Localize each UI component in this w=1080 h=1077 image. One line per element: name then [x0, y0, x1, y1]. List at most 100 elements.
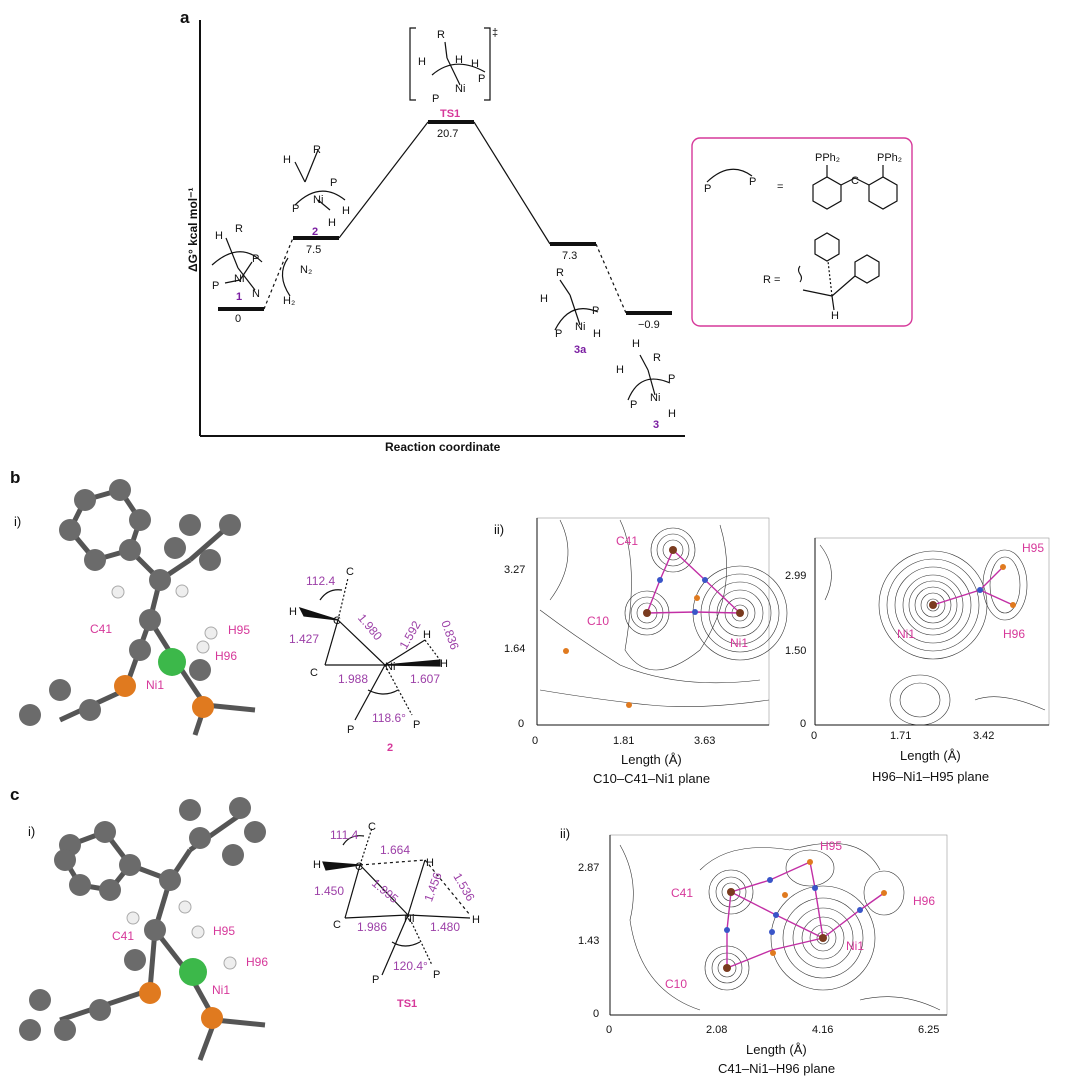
svg-text:H: H	[632, 338, 640, 350]
svg-text:P: P	[433, 969, 440, 981]
c2-xtick-2: 1.71	[890, 730, 912, 742]
ts1-label: TS1	[440, 108, 461, 120]
c1-xtick-3: 3.63	[694, 735, 716, 747]
c1-atom-ni1: Ni1	[730, 636, 749, 650]
svg-text:H95: H95	[228, 623, 250, 637]
c3-ytick-1: 2.87	[578, 862, 600, 874]
svg-text:P: P	[372, 974, 379, 986]
svg-text:H: H	[455, 54, 463, 66]
svg-text:P: P	[330, 177, 337, 189]
legend-equals: =	[777, 181, 784, 193]
c3-atom-c41: C41	[671, 886, 694, 900]
geo2-d-cc: 1.427	[289, 632, 320, 646]
c3-atom-h96: H96	[913, 894, 936, 908]
svg-text:H: H	[289, 606, 297, 618]
c2-atom-h95: H95	[1022, 541, 1045, 555]
svg-text:H: H	[418, 56, 426, 68]
panel-b-sub-ii: ii)	[494, 522, 505, 537]
svg-text:H: H	[471, 58, 479, 70]
c2-xlabel: Length (Å)	[900, 748, 961, 763]
geots-d-cni2: 1.986	[357, 920, 388, 934]
svg-text:Ni: Ni	[313, 194, 323, 206]
species-3a-structure	[554, 279, 599, 331]
svg-text:H: H	[472, 914, 480, 926]
c3-xtick-3: 4.16	[812, 1024, 834, 1036]
svg-text:H: H	[342, 205, 350, 217]
legend-c-atom: C	[851, 175, 859, 187]
svg-text:H: H	[283, 154, 291, 166]
species-3a-label: 3a	[574, 344, 587, 356]
geots-angle2: 120.4°	[393, 959, 428, 973]
c2-caption: H96–Ni1–H95 plane	[872, 769, 990, 784]
svg-text:C41: C41	[90, 622, 112, 636]
geo2-d-cni2: 1.988	[338, 672, 369, 686]
ts-double-dagger: ‡	[492, 27, 498, 39]
c3-ytick-3: 0	[593, 1008, 600, 1020]
svg-text:Ni: Ni	[404, 913, 414, 925]
c1-xlabel: Length (Å)	[621, 752, 682, 767]
x-axis-title: Reaction coordinate	[385, 440, 501, 454]
species-1-structure	[211, 237, 263, 291]
svg-text:P: P	[292, 203, 299, 215]
c2-atom-h96: H96	[1003, 627, 1026, 641]
c2-ytick-3: 0	[800, 718, 807, 730]
geots-d-ch: 1.664	[380, 843, 411, 857]
contour-plot-1	[536, 517, 788, 726]
energy-3a: 7.3	[562, 250, 578, 262]
legend-p1: P	[704, 183, 712, 195]
c3-atom-h95: H95	[820, 839, 843, 853]
energy-ts1: 20.7	[437, 128, 459, 140]
svg-text:H96: H96	[215, 649, 237, 663]
svg-text:P: P	[630, 399, 637, 411]
panel-c-sub-i: i)	[28, 824, 36, 839]
c3-xtick-1: 0	[606, 1024, 613, 1036]
legend-box	[691, 137, 913, 327]
svg-text:Ni1: Ni1	[146, 678, 164, 692]
svg-text:Ni: Ni	[650, 392, 660, 404]
contour-plot-2	[814, 537, 1050, 726]
c2-xtick-3: 3.42	[973, 730, 995, 742]
geots-d-nih2: 1.480	[430, 920, 461, 934]
panel-b-sub-i: i)	[14, 514, 22, 529]
svg-text:P: P	[432, 93, 439, 105]
c2-atom-ni1: Ni1	[897, 627, 916, 641]
svg-text:C: C	[346, 566, 354, 578]
svg-text:R: R	[653, 352, 661, 364]
svg-text:H: H	[328, 217, 336, 229]
svg-text:Ni: Ni	[455, 83, 465, 95]
contour-plot-3	[609, 834, 948, 1016]
geo2-angle1: 112.4	[306, 574, 336, 588]
c1-ytick-2: 1.64	[504, 643, 526, 655]
panel-c-sub-ii: ii)	[560, 826, 571, 841]
energy-1: 0	[235, 313, 242, 325]
svg-text:N: N	[252, 288, 260, 300]
c3-atom-ni1: Ni1	[846, 939, 865, 953]
c2-ytick-2: 1.50	[785, 645, 807, 657]
geometry-2-sketch	[298, 577, 441, 721]
svg-text:R: R	[235, 223, 243, 235]
svg-text:P: P	[555, 328, 562, 340]
c1-atom-c10: C10	[587, 614, 610, 628]
c3-ytick-2: 1.43	[578, 935, 600, 947]
geo2-d-nih2: 1.607	[410, 672, 441, 686]
c1-caption: C10–C41–Ni1 plane	[593, 771, 711, 786]
svg-text:Ni1: Ni1	[212, 983, 230, 997]
svg-text:P: P	[347, 724, 354, 736]
svg-text:P: P	[668, 373, 675, 385]
panel-a-letter: a	[180, 8, 190, 27]
geots-label: TS1	[397, 998, 418, 1010]
svg-text:C: C	[355, 861, 363, 873]
h2-label: H₂	[283, 295, 295, 307]
svg-text:R: R	[437, 29, 445, 41]
geometry-ts1-sketch	[322, 827, 471, 976]
svg-text:Ni: Ni	[385, 661, 395, 673]
species-3-label: 3	[653, 419, 660, 431]
energy-2: 7.5	[306, 244, 322, 256]
geo2-angle2: 118.6°	[372, 711, 406, 725]
svg-text:H96: H96	[246, 955, 268, 969]
svg-text:P: P	[478, 73, 485, 85]
c1-ytick-1: 3.27	[504, 564, 526, 576]
molecule-2-atoms	[19, 479, 241, 726]
svg-text:C: C	[368, 821, 376, 833]
